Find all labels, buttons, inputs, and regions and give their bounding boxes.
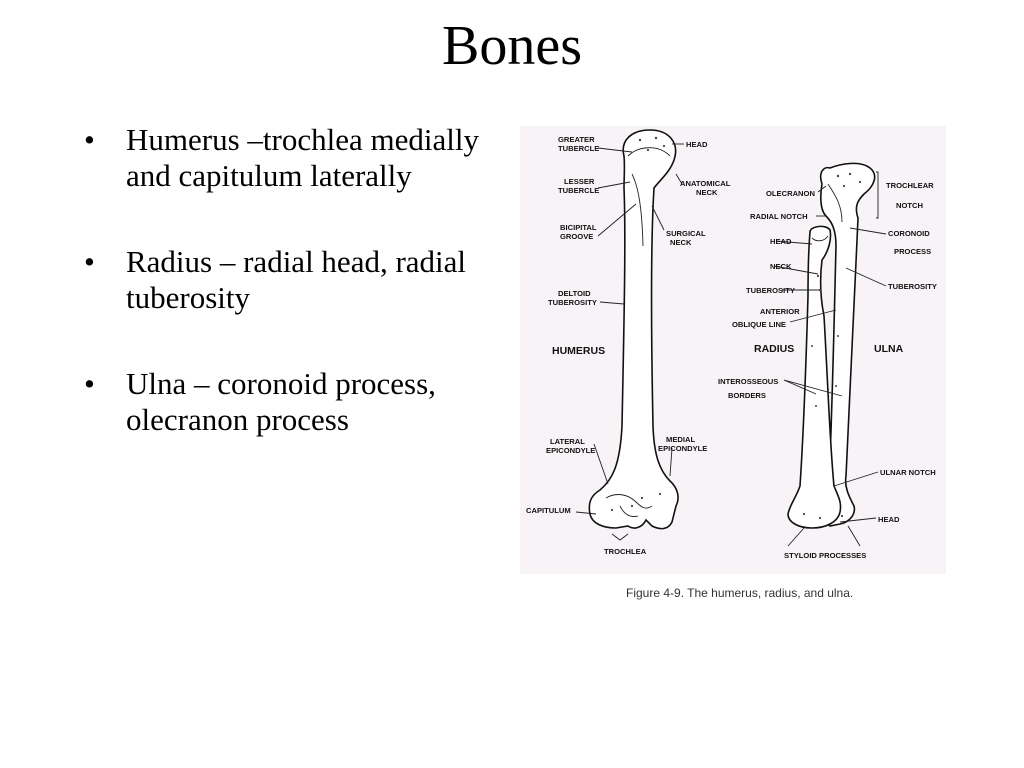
label-capitulum: CAPITULUM [526,506,571,515]
bullet-list: • Humerus –trochlea medially and capitul… [82,122,482,488]
label-interosseous-borders-1: INTEROSSEOUS [718,377,778,386]
label-lesser-tubercle-1: LESSER [564,177,595,186]
bullet-marker: • [84,366,95,401]
label-surgical-neck-2: NECK [670,238,692,247]
bullet-text: Radius – radial head, radial tuberosity [126,244,467,315]
label-humerus: HUMERUS [552,345,605,357]
label-anterior-oblique-line-1: ANTERIOR [760,307,800,316]
bullet-marker: • [84,244,95,279]
label-ulna: ULNA [874,343,904,355]
label-radius-neck: NECK [770,262,792,271]
label-greater-tubercle-1: GREATER [558,135,595,144]
figure-caption: Figure 4-9. The humerus, radius, and uln… [626,586,854,600]
label-coronoid-process-1: CORONOID [888,229,930,238]
label-bicipital-groove-1: BICIPITAL [560,223,597,232]
label-surgical-neck-1: SURGICAL [666,229,706,238]
label-radius: RADIUS [754,343,794,355]
label-interosseous-borders-2: BORDERS [728,391,766,400]
bullet-text: Ulna – coronoid process, olecranon proce… [126,366,436,437]
label-tuberosity-radius: TUBEROSITY [746,286,795,295]
bullet-item-humerus: • Humerus –trochlea medially and capitul… [82,122,482,194]
label-bicipital-groove-2: GROOVE [560,232,593,241]
bone-figure: GREATER TUBERCLE HEAD LESSER TUBERCLE AN… [520,126,946,574]
label-deltoid-tuberosity-1: DELTOID [558,289,591,298]
bullet-item-ulna: • Ulna – coronoid process, olecranon pro… [82,366,482,438]
ulna-bone [819,162,876,527]
label-lateral-epicondyle-2: EPICONDYLE [546,446,595,455]
label-humerus-head: HEAD [686,140,708,149]
radius-bone [787,225,842,529]
label-lateral-epicondyle-1: LATERAL [550,437,585,446]
bullet-text: Humerus –trochlea medially and capitulum… [126,122,479,193]
label-styloid-processes: STYLOID PROCESSES [784,551,866,560]
label-anatomical-neck-1: ANATOMICAL [680,179,731,188]
label-deltoid-tuberosity-2: TUBEROSITY [548,298,597,307]
bone-illustration: GREATER TUBERCLE HEAD LESSER TUBERCLE AN… [526,129,937,560]
label-radial-notch: RADIAL NOTCH [750,212,808,221]
label-anatomical-neck-2: NECK [696,188,718,197]
label-lesser-tubercle-2: TUBERCLE [558,186,599,195]
label-greater-tubercle-2: TUBERCLE [558,144,599,153]
label-medial-epicondyle-2: EPICONDYLE [658,444,707,453]
bullet-item-radius: • Radius – radial head, radial tuberosit… [82,244,482,316]
label-trochlea: TROCHLEA [604,547,647,556]
label-ulna-head: HEAD [878,515,900,524]
label-olecranon: OLECRANON [766,189,815,198]
label-radial-head: HEAD [770,237,792,246]
label-ulnar-notch: ULNAR NOTCH [880,468,936,477]
label-anterior-oblique-line-2: OBLIQUE LINE [732,320,786,329]
label-medial-epicondyle-1: MEDIAL [666,435,695,444]
humerus-bone [588,129,679,530]
bullet-marker: • [84,122,95,157]
label-tuberosity-ulna: TUBEROSITY [888,282,937,291]
label-trochlear-notch-1: TROCHLEAR [886,181,934,190]
label-trochlear-notch-2: NOTCH [896,201,923,210]
label-coronoid-process-2: PROCESS [894,247,931,256]
slide-title: Bones [442,15,582,77]
